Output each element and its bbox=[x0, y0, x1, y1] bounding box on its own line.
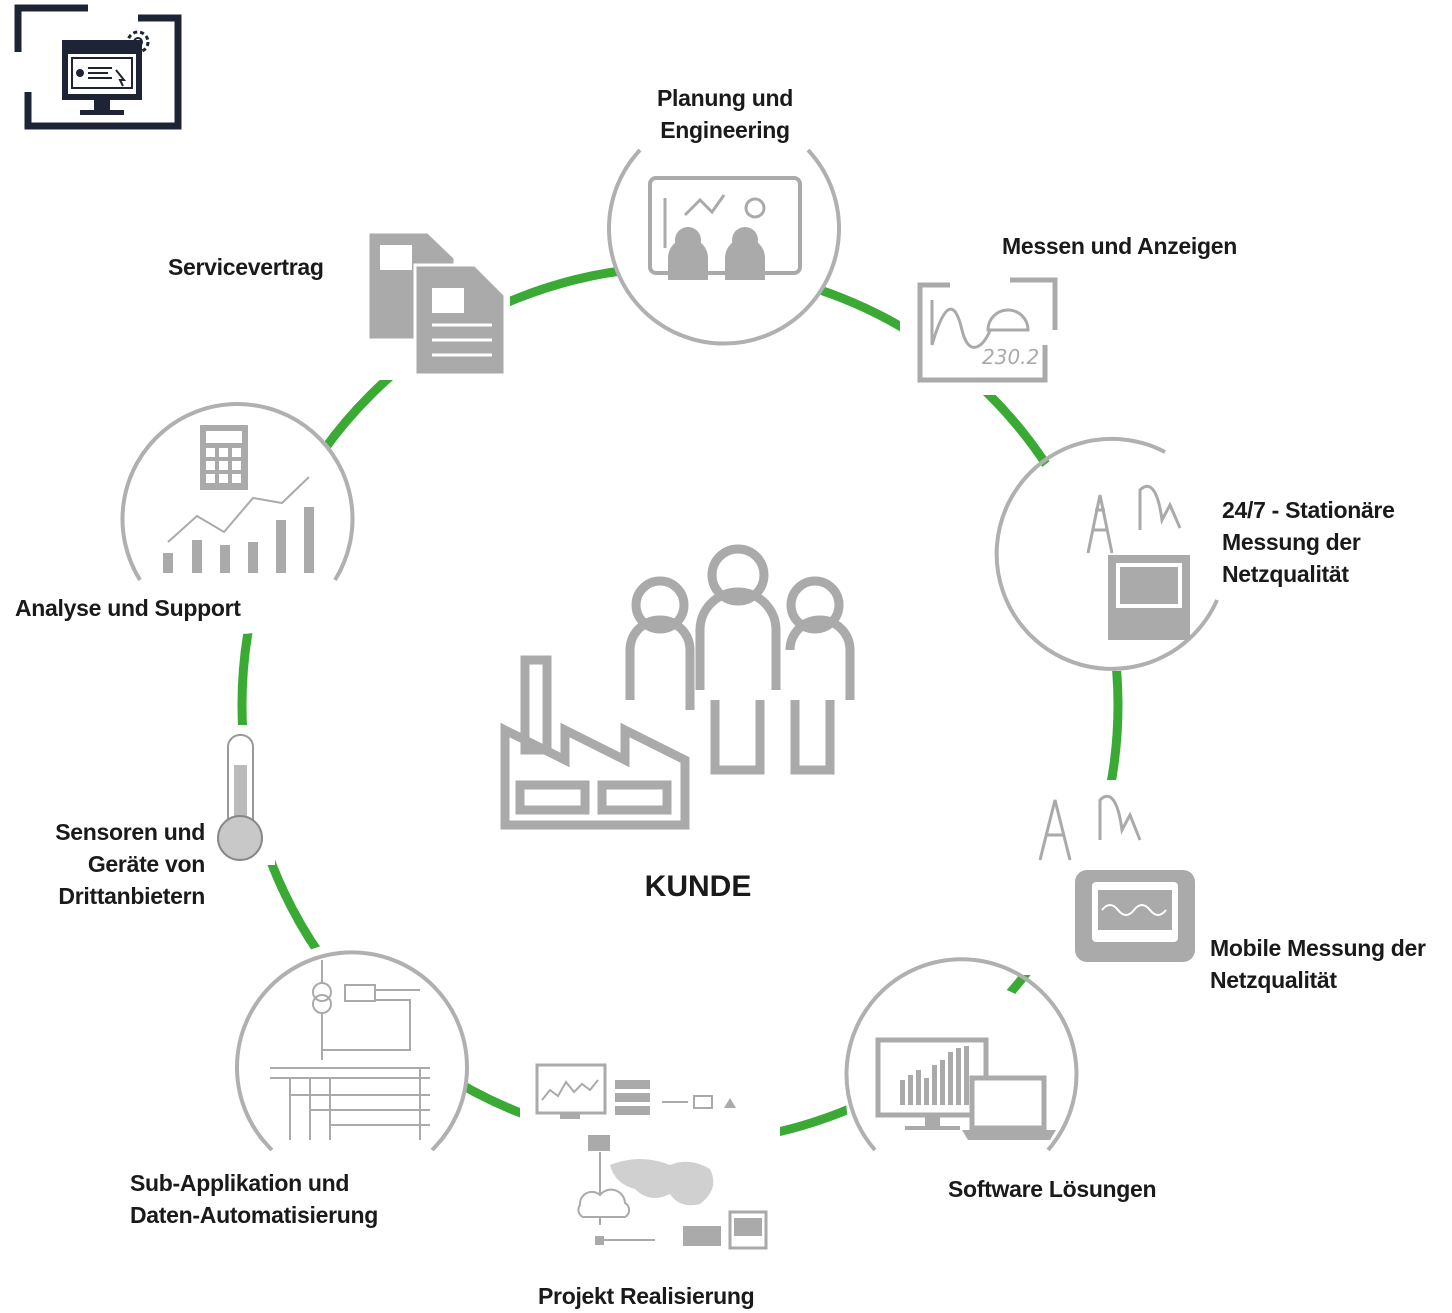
label-messen: Messen und Anzeigen bbox=[1002, 233, 1237, 259]
network-map-icon bbox=[535, 1063, 768, 1250]
label-analyse: Analyse und Support bbox=[15, 595, 241, 621]
center-title: KUNDE bbox=[644, 870, 752, 903]
meter-value: 230.2 bbox=[982, 345, 1039, 369]
engineers-board-icon bbox=[607, 148, 841, 346]
tower-analyzer-icon bbox=[994, 436, 1219, 671]
meter-display-icon: 230.2 bbox=[917, 277, 1058, 383]
label-software: Software Lösungen bbox=[948, 1176, 1157, 1202]
substation-diagram-icon bbox=[235, 950, 469, 1152]
analytics-chart-icon bbox=[120, 402, 355, 582]
thermometer-icon bbox=[217, 734, 263, 861]
customer-factory-icon bbox=[500, 544, 855, 830]
software-screens-icon bbox=[844, 957, 1079, 1152]
label-service: Servicevertrag bbox=[168, 254, 324, 280]
label-projekt: Projekt Realisierung bbox=[538, 1283, 755, 1309]
mobile-analyzer-icon bbox=[1038, 794, 1195, 962]
monitor-settings-icon bbox=[14, 4, 182, 130]
documents-icon bbox=[366, 230, 507, 377]
